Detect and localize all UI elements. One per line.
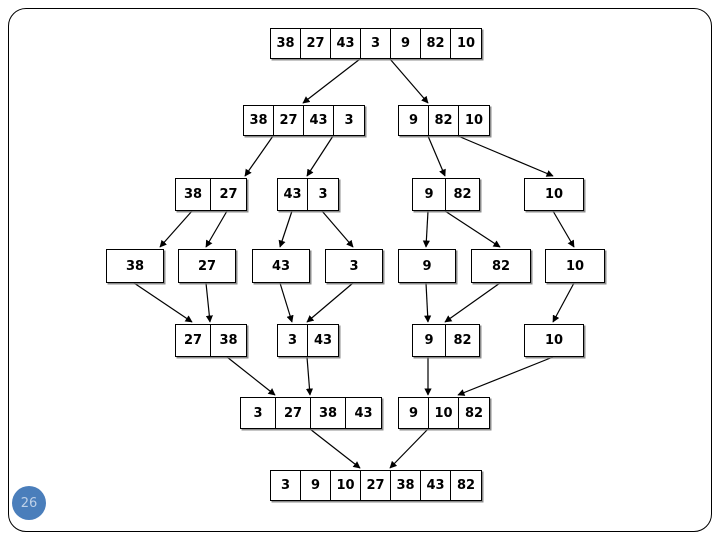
array-a7: 38	[106, 249, 164, 283]
arrow-a3-to-a7	[159, 210, 193, 248]
slide-number-badge: 26	[12, 486, 46, 520]
array-a12: 82	[471, 249, 531, 283]
arrow-a2-to-a5	[427, 135, 446, 177]
array-a4: 43 3	[277, 178, 339, 211]
arrow-a12-to-a16	[444, 282, 501, 323]
array-cell: 82	[453, 333, 472, 348]
array-cell: 9	[413, 179, 446, 210]
array-a8: 27	[178, 249, 236, 283]
array-cell: 38	[311, 398, 346, 428]
array-cell: 9	[413, 325, 446, 356]
array-a16: 9 82	[412, 324, 480, 357]
array-cell: 82	[456, 478, 476, 493]
arrow-a2-to-a6	[457, 135, 554, 177]
array-cell: 10	[464, 113, 484, 128]
array-cell: 27	[274, 106, 304, 135]
array-a11: 9	[398, 249, 456, 283]
arrow-a19-to-a20	[389, 428, 429, 469]
array-cell: 43	[313, 333, 333, 348]
array-cell: 9	[399, 398, 429, 428]
array-a15: 3 43	[277, 324, 339, 357]
array-cell: 3	[349, 258, 359, 274]
arrow-a4-to-a10	[321, 210, 354, 248]
array-cell: 27	[197, 258, 217, 274]
slide-number-label: 26	[20, 495, 38, 511]
array-cell: 10	[456, 36, 476, 51]
array-cell: 43	[271, 258, 291, 274]
array-cell: 3	[318, 187, 328, 202]
array-cell: 43	[304, 106, 334, 135]
array-cell: 38	[176, 179, 211, 210]
array-cell: 82	[491, 258, 511, 274]
array-a14: 27 38	[175, 324, 247, 357]
array-cell: 10	[544, 333, 564, 348]
arrow-a5-to-a12	[444, 210, 501, 248]
array-cell: 43	[354, 405, 373, 421]
array-cell: 27	[176, 325, 211, 356]
array-cell: 27	[301, 29, 331, 58]
arrow-a0-to-a1	[302, 58, 361, 104]
arrow-a10-to-a15	[306, 282, 354, 323]
array-cell: 27	[361, 471, 391, 500]
arrow-a1-to-a4	[306, 135, 334, 177]
arrow-a14-to-a18	[226, 356, 276, 396]
array-cell: 10	[429, 398, 459, 428]
arrow-a18-to-a20	[309, 428, 361, 469]
array-cell: 9	[422, 258, 432, 274]
array-a9: 43	[252, 249, 310, 283]
arrow-layer	[133, 58, 575, 469]
array-cell: 82	[453, 187, 472, 202]
arrow-a0-to-a2	[389, 58, 429, 104]
array-cell: 82	[464, 405, 484, 421]
array-cell: 38	[219, 333, 238, 348]
array-cell: 27	[276, 398, 311, 428]
array-cell: 82	[429, 106, 459, 135]
arrow-a8-to-a14	[205, 282, 213, 323]
array-cell: 38	[271, 29, 301, 58]
array-cell: 9	[301, 471, 331, 500]
arrow-a4-to-a9	[278, 210, 293, 248]
arrow-a9-to-a15	[279, 282, 294, 323]
arrow-a6-to-a13	[552, 210, 575, 248]
array-cell: 27	[219, 187, 238, 202]
array-cell: 3	[344, 113, 354, 128]
array-cell: 43	[421, 471, 451, 500]
array-cell: 10	[331, 471, 361, 500]
array-a13: 10	[545, 249, 605, 283]
array-cell: 3	[278, 325, 308, 356]
array-a6: 10	[524, 178, 584, 211]
arrow-a13-to-a17	[552, 282, 575, 323]
arrow-a5-to-a11	[422, 210, 430, 248]
array-cell: 3	[241, 398, 276, 428]
array-a3: 38 27	[175, 178, 247, 211]
array-cell: 9	[391, 29, 421, 58]
array-cell: 38	[244, 106, 274, 135]
array-cell: 38	[125, 258, 145, 274]
array-a5: 9 82	[412, 178, 480, 211]
array-cell: 38	[391, 471, 421, 500]
array-cell: 43	[278, 179, 308, 210]
array-cell: 82	[421, 29, 451, 58]
array-cell: 9	[399, 106, 429, 135]
array-a17: 10	[524, 324, 584, 357]
array-cell: 43	[331, 29, 361, 58]
array-cell: 10	[544, 187, 564, 202]
array-a10: 3	[325, 249, 383, 283]
arrow-a3-to-a8	[205, 210, 228, 248]
arrow-a7-to-a14	[133, 282, 193, 323]
arrow-a1-to-a3	[244, 135, 274, 177]
arrow-a11-to-a16	[424, 282, 432, 323]
array-cell: 10	[565, 258, 585, 274]
array-cell: 3	[361, 29, 391, 58]
arrow-a17-to-a19	[457, 356, 554, 396]
array-cell: 3	[271, 471, 301, 500]
arrow-a15-to-a18	[305, 356, 314, 396]
